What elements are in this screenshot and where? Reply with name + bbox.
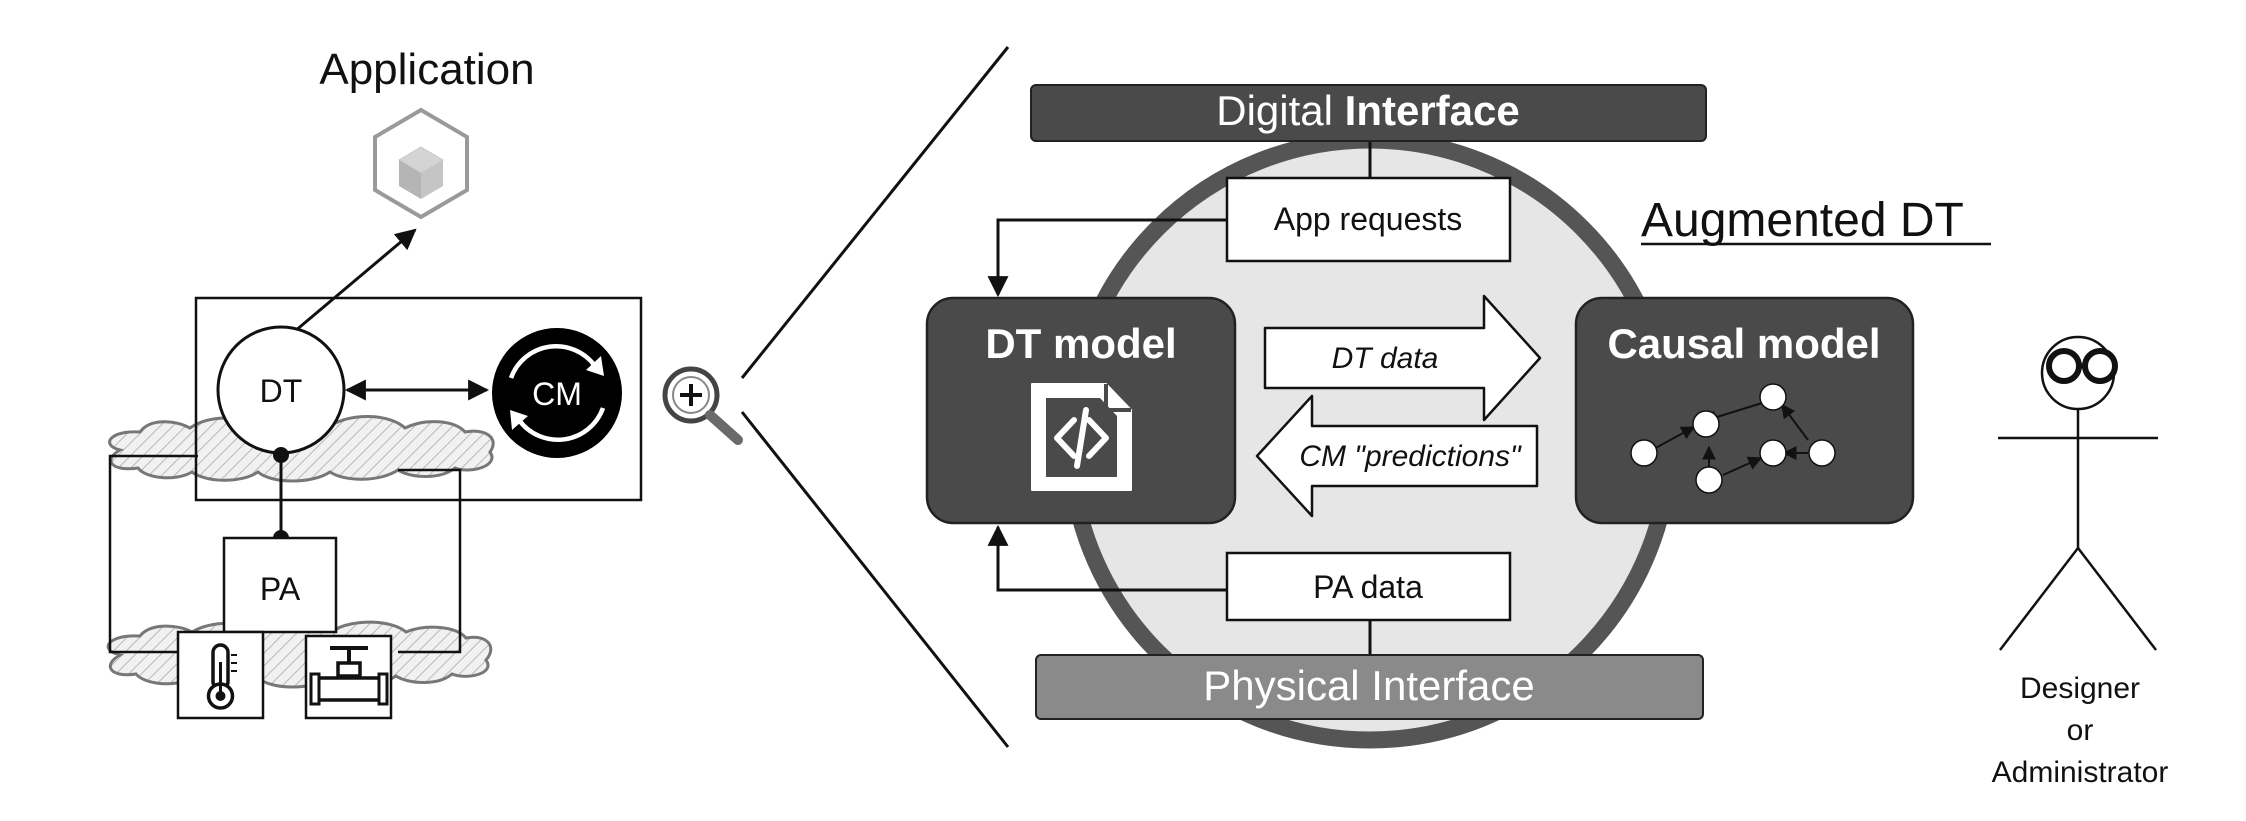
pa-data-box xyxy=(1225,551,1512,622)
pa-node-label: PA xyxy=(260,571,301,607)
dt-data-label: DT data xyxy=(1332,342,1439,375)
dt-node-label: DT xyxy=(260,373,303,409)
cm-predictions-arrow xyxy=(1255,394,1539,518)
zoom-in-icon[interactable] xyxy=(662,366,743,445)
dt-data-arrow xyxy=(1263,294,1542,422)
actor-label-administrator: Administrator xyxy=(1992,756,2169,789)
cube-icon xyxy=(373,107,469,220)
valve-icon xyxy=(304,634,393,720)
cm-node: CM xyxy=(492,328,622,458)
digital-interface-label: Digital Interface xyxy=(1216,87,1519,134)
left-bracket-line xyxy=(108,454,198,654)
causal-model-box xyxy=(1574,296,1915,525)
app-requests-label: App requests xyxy=(1274,201,1463,237)
causal-graph-icon xyxy=(1630,383,1836,494)
augmented-dt-panel: Digital Interface Physical Interface App… xyxy=(925,84,1991,749)
dt-model-label: DT model xyxy=(985,320,1176,367)
causal-model-label: Causal model xyxy=(1607,320,1880,367)
actor-label-designer: Designer xyxy=(2020,672,2140,705)
digital-interface-bar xyxy=(1030,84,1707,142)
thermometer-icon xyxy=(176,630,265,720)
right-bracket-line xyxy=(398,468,462,654)
application-label: Application xyxy=(319,45,534,94)
dt-to-application-arrow xyxy=(281,228,417,344)
dt-connector-dot xyxy=(273,447,289,463)
cm-node-label: CM xyxy=(532,376,582,412)
augmented-dt-title: Augmented DT xyxy=(1641,194,1964,247)
zoom-lower-line xyxy=(740,411,1010,748)
actor-label-or: or xyxy=(2067,714,2094,747)
stick-figure-icon xyxy=(1998,335,2158,651)
dt-container-box xyxy=(194,296,643,502)
cm-predictions-label: CM "predictions" xyxy=(1299,440,1522,473)
refresh-cycle-icon xyxy=(508,343,606,443)
pa-data-to-dt-model-arrow xyxy=(987,524,1227,592)
app-requests-to-dt-model-arrow xyxy=(987,218,1227,298)
left-panel: Application DT xyxy=(106,45,643,720)
pa-node xyxy=(222,536,338,634)
zoom-upper-line xyxy=(740,46,1010,379)
pa-data-label: PA data xyxy=(1313,569,1423,605)
app-requests-box xyxy=(1225,176,1512,263)
physical-interface-label: Physical Interface xyxy=(1203,662,1535,709)
physical-interface-bar xyxy=(1035,654,1704,720)
code-file-icon xyxy=(1031,383,1132,491)
